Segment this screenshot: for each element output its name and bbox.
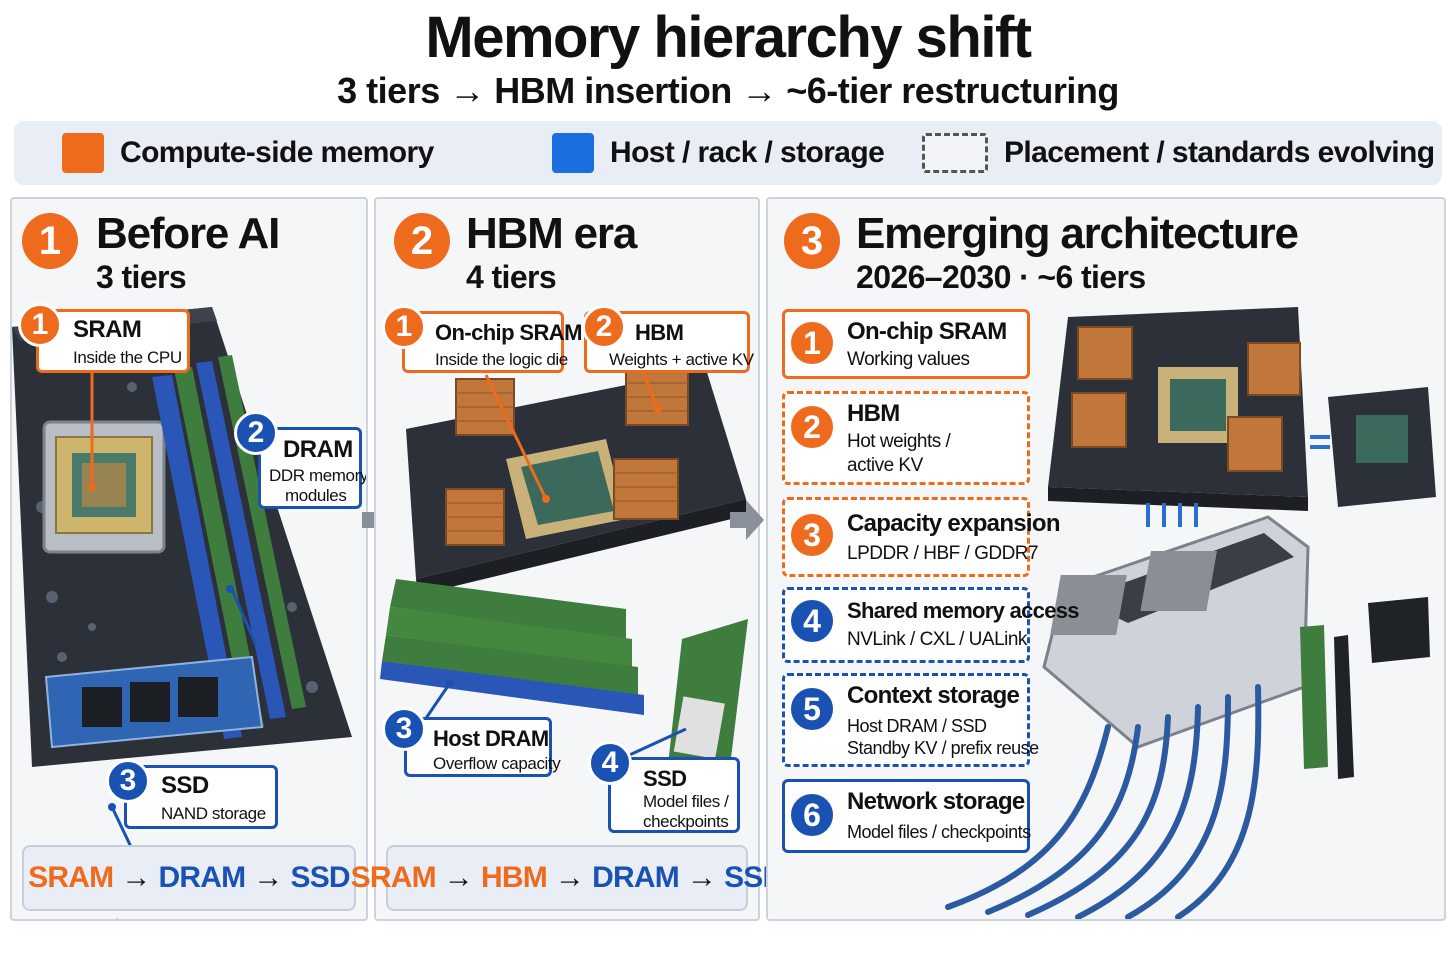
callout-desc: modules (285, 486, 347, 505)
callout-title: SSD (161, 772, 209, 799)
tier-desc: NVLink / CXL / UALink (847, 629, 1027, 650)
seq-sram: SRAM (350, 861, 437, 894)
callout-desc: NAND storage (161, 804, 266, 823)
tier-desc: active KV (847, 455, 923, 476)
callout-host-dram: Host DRAM Overflow capacity (404, 717, 561, 777)
legend-label: Host / rack / storage (610, 136, 885, 169)
callout-title: SSD (643, 766, 687, 791)
legend: Compute-side memory Host / rack / storag… (14, 121, 1442, 185)
page-subtitle: 3 tiers → HBM insertion → ~6-tier restru… (337, 70, 1119, 111)
legend-item-evolving: Placement / standards evolving (922, 133, 1435, 173)
badge-3: 3 (382, 707, 426, 751)
callout-title: DRAM (283, 436, 353, 463)
callout-title: Host DRAM (433, 726, 549, 751)
sequence-before-ai: SRAM → DRAM → SSD (22, 845, 356, 911)
badge-2: 2 (582, 305, 626, 349)
seq-arrow: → (443, 861, 474, 894)
panel-title: Emerging architecture (856, 209, 1299, 258)
seq-hbm: HBM (480, 861, 548, 894)
legend-swatch-dashed (922, 133, 988, 173)
seq-dram: DRAM (158, 861, 247, 894)
badge-2: 2 (234, 411, 278, 455)
callout-sram: SRAM Inside the CPU (36, 309, 190, 373)
badge-3: 3 (106, 759, 150, 803)
callout-desc: DDR memory (269, 466, 368, 485)
badge-4: 4 (588, 741, 632, 785)
legend-label: Compute-side memory (120, 136, 434, 169)
seq-dram: DRAM (592, 861, 680, 894)
panel-number: 2 (394, 213, 450, 269)
seq-arrow: → (554, 861, 585, 894)
legend-item-compute: Compute-side memory (62, 133, 434, 173)
seq-arrow: → (686, 861, 717, 894)
seq-sram: SRAM (28, 861, 114, 894)
tier-row-1: On-chip SRAM Working values (782, 309, 1030, 379)
callout-title: SRAM (73, 316, 142, 343)
legend-swatch-blue (552, 133, 594, 173)
panel-emerging-architecture: 3 Emerging architecture 2026–2030 · ~6 t… (766, 197, 1446, 921)
tier-badge-1: 1 (788, 319, 836, 367)
callout-desc: Inside the CPU (73, 348, 182, 367)
tier-row-6: Network storage Model files / checkpoint… (782, 779, 1031, 853)
panel-title: HBM era (466, 209, 637, 258)
tier-badge-4: 4 (788, 597, 836, 645)
badge-1: 1 (382, 305, 426, 349)
panel-title: Before AI (96, 209, 280, 258)
callout-desc: checkpoints (643, 812, 729, 831)
gpu-package-illustration (380, 368, 748, 819)
callout-onchip-sram: On-chip SRAM Inside the logic die (402, 311, 582, 373)
panel-before-ai: 1 Before AI 3 tiers (10, 197, 368, 921)
legend-swatch-orange (62, 133, 104, 173)
tier-row-3: Capacity expansion LPDDR / HBF / GDDR7 (782, 497, 1061, 577)
callout-desc: Model files / (643, 792, 729, 811)
tier-title: Shared memory access (847, 598, 1080, 623)
tier-badge-2: 2 (788, 403, 836, 451)
tier-desc: Working values (847, 349, 970, 370)
tier-title: Context storage (847, 682, 1020, 709)
panel-subtitle: 3 tiers (96, 259, 187, 295)
tier-title: HBM (847, 400, 900, 427)
tier-badge-5: 5 (788, 685, 836, 733)
legend-label: Placement / standards evolving (1004, 136, 1435, 169)
sequence-hbm-era: SRAM → HBM → DRAM → SSD (351, 845, 784, 911)
seq-arrow: → (121, 861, 151, 894)
tier-badge-3: 3 (788, 511, 836, 559)
seq-ssd: SSD (290, 861, 351, 894)
callout-hbm: HBM Weights + active KV (584, 311, 754, 373)
legend-item-host: Host / rack / storage (552, 133, 885, 173)
panel-subtitle: 4 tiers (466, 259, 557, 295)
tier-desc: LPDDR / HBF / GDDR7 (847, 543, 1039, 564)
callout-ssd: SSD NAND storage (124, 765, 278, 829)
panel-number: 1 (22, 213, 78, 269)
callout-desc: Inside the logic die (435, 350, 568, 369)
callout-dram: DRAM DDR memory modules (258, 427, 366, 509)
panel-subtitle: 2026–2030 · ~6 tiers (856, 259, 1146, 295)
callout-title: HBM (635, 320, 684, 345)
tier-title: Network storage (847, 788, 1025, 815)
callout-title: On-chip SRAM (435, 320, 582, 345)
tier-title: On-chip SRAM (847, 318, 1007, 345)
arrow-right-icon (730, 500, 764, 540)
seq-arrow: → (253, 861, 283, 894)
badge-1: 1 (18, 303, 62, 347)
panel-number: 3 (784, 213, 840, 269)
tier-desc: Host DRAM / SSD (847, 716, 987, 736)
rack-system-illustration (945, 307, 1436, 919)
tier-desc: Hot weights / (847, 431, 951, 452)
motherboard-illustration (12, 307, 352, 919)
tier-badge-6: 6 (788, 791, 836, 839)
panel-hbm-era: 2 HBM era 4 tiers (374, 197, 760, 921)
page-title: Memory hierarchy shift (425, 5, 1032, 70)
tier-desc: Standby KV / prefix reuse (847, 738, 1039, 758)
tier-desc: Model files / checkpoints (847, 822, 1031, 842)
callout-desc: Weights + active KV (609, 350, 754, 369)
tier-title: Capacity expansion (847, 510, 1061, 537)
callout-desc: Overflow capacity (433, 754, 561, 773)
